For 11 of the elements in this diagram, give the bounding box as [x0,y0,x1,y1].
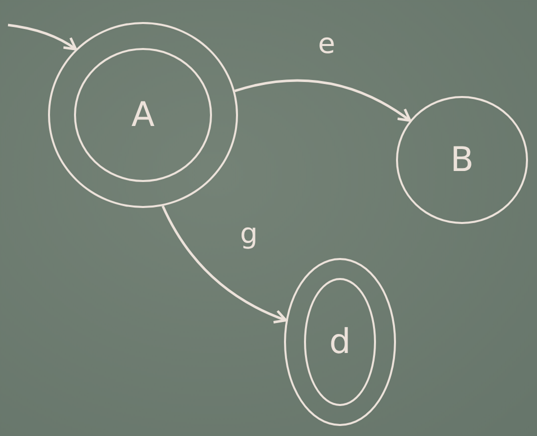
state-label: d [329,325,351,359]
state-label: B [450,143,474,177]
state-circle [284,258,396,426]
edge-label: g [240,220,258,248]
arrow [8,24,78,50]
arrow [162,205,288,324]
arrow [234,79,412,122]
edge-label: e [318,30,336,58]
state-circle [396,96,528,224]
state-label: A [131,98,155,132]
state-circle [48,22,238,208]
